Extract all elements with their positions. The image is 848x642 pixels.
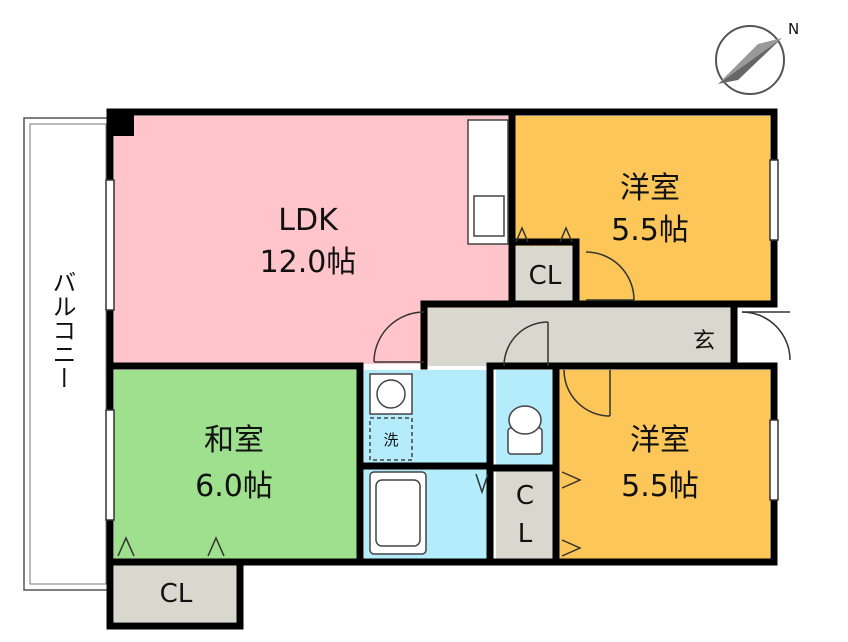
doors [373,251,791,417]
column [110,112,134,136]
closet-middle-fill [496,470,554,560]
windows [105,159,779,521]
ldk-size: 12.0帖 [260,245,357,280]
closet-middle-l-label: L [518,519,533,549]
balcony: バルコニー [23,117,109,591]
japanese-size: 6.0帖 [195,469,273,504]
fixtures [369,373,543,555]
western-bottom-fill [556,370,770,560]
washbasin-bowl-icon [376,379,406,409]
compass: N [715,20,799,95]
kitchen-counter [467,119,509,245]
japanese-name: 和室 [204,423,264,458]
balcony-inner-outline [29,123,107,585]
closet-door-marks [117,226,582,557]
western-bottom-name: 洋室 [630,423,690,458]
compass-north-label: N [788,20,799,38]
closet-top-fill [514,246,576,302]
entrance-label: 玄 [693,329,715,354]
bathtub-inner-icon [375,479,421,547]
laundry-label: 洗 [383,431,398,449]
washing-machine-icon [369,417,413,461]
western-top-size: 5.5帖 [611,213,689,248]
balcony-outline [23,117,109,591]
japanese-fill [114,370,362,560]
closet-top-label: CL [529,261,562,291]
toilet-bowl-icon [508,405,542,435]
balcony-label: バルコニー [48,270,76,390]
closet-bottom-fill [114,564,238,622]
ldk-name: LDK [278,203,339,238]
western-bottom-size: 5.5帖 [621,469,699,504]
closet-bottom-label: CL [160,579,193,609]
closet-middle-c-label: C [516,481,534,511]
walls [106,108,778,630]
compass-needle-light-icon [718,38,782,84]
entrance-fill [680,310,732,366]
western-top-name: 洋室 [620,171,680,206]
